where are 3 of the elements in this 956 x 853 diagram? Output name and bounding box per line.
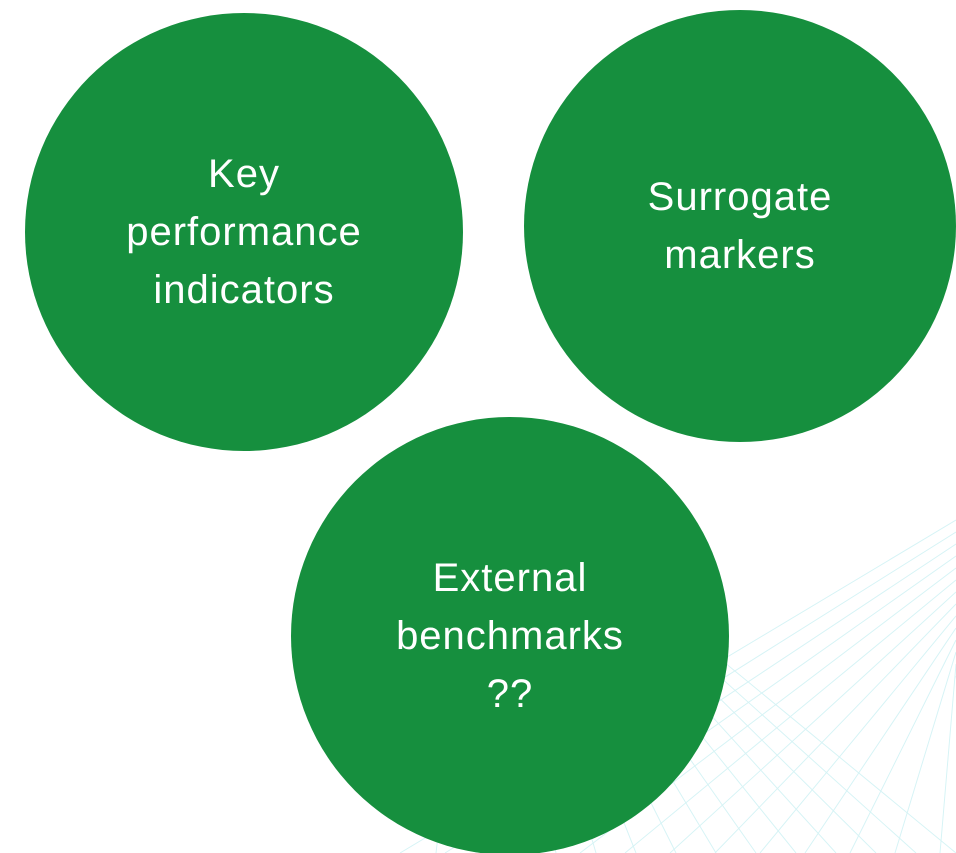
circle-label: External benchmarks ?? [395, 555, 625, 718]
circle-label: Key performance indicators [125, 151, 363, 314]
circle-label: Surrogate markers [646, 174, 834, 279]
